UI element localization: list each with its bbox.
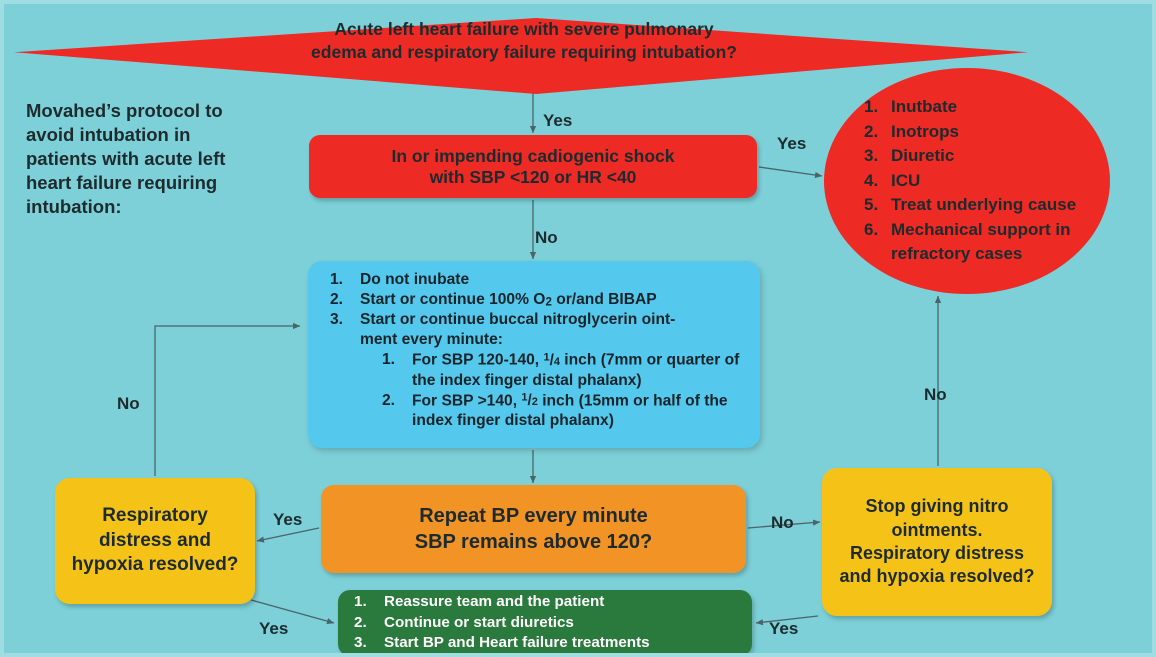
list-number: 2. — [864, 121, 879, 141]
list-number: 2. — [330, 290, 344, 308]
node-repeat-bp-label: Repeat BP every minute SBP remains above… — [414, 505, 653, 553]
node-cardiogenic-shock[interactable]: In or impending cadiogenic shock with SB… — [309, 135, 757, 198]
list-item: 1. Inutbate — [864, 95, 1110, 119]
node-repeat-bp[interactable]: Repeat BP every minute SBP remains above… — [321, 485, 746, 573]
list-number: 1. — [864, 97, 879, 117]
node-nitro-protocol[interactable]: 1. Do not inubate 2. Start or continue 1… — [308, 261, 760, 448]
list-text: Treat underlying cause — [891, 195, 1077, 215]
list-text: Start or continue buccal nitroglycerin o… — [360, 311, 676, 349]
list-text: ICU — [891, 170, 921, 190]
list-text: Diuretic — [891, 146, 955, 166]
edge-label-repeat-to-left-yellow: Yes — [273, 510, 303, 529]
list-text: Inutbate — [891, 97, 958, 117]
edge-label-repeat-to-right-yellow: No — [771, 513, 794, 532]
edge-label-right-yellow-to-green: Yes — [769, 619, 799, 638]
node-stop-nitro-ointments-label: Stop giving nitro ointments. Respiratory… — [839, 496, 1035, 587]
dose-suffix: inch (7mm or quarter of the index finger… — [412, 351, 740, 389]
edge-label-shock-to-protocol: No — [535, 228, 558, 247]
o2-suffix: or/and BIBAP — [551, 290, 657, 308]
list-number: 3. — [354, 634, 367, 652]
list-text: For SBP >140, 1/2 inch (15mm or half of … — [412, 391, 728, 430]
intro-text: Movahed’s protocol to avoid intubation i… — [26, 100, 226, 218]
list-text: For SBP 120-140, 1/4 inch (7mm or quarte… — [412, 351, 740, 389]
edge-left-yellow-to-protocol — [154, 322, 301, 476]
intubate-icu-list: 1. Inutbate 2. Inotrops 3. Diuretic 4. I… — [824, 95, 1110, 266]
edge-label-right-yellow-to-icu: No — [924, 385, 947, 404]
fraction-denominator: 2 — [531, 396, 538, 409]
edge-left-yellow-to-green — [250, 599, 335, 625]
edge-label-left-yellow-to-green: Yes — [259, 619, 289, 638]
nitro-dosing-sublist: 1. For SBP 120-140, 1/4 inch (7mm or qua… — [360, 350, 750, 431]
list-item: 3. Diuretic — [864, 144, 1110, 168]
node-left-respiratory-resolved-label: Respiratory distress and hypoxia resolve… — [71, 504, 239, 576]
list-text: Mechanical support in refractory cases — [891, 219, 1071, 264]
decision-acute-heart-failure-label: Acute left heart failure with severe pul… — [311, 19, 737, 62]
list-item: 5. Treat underlying cause — [864, 193, 1110, 217]
dose-suffix: inch (15mm or half of the index finger d… — [412, 392, 728, 430]
nitro-protocol-list: 1. Do not inubate 2. Start or continue 1… — [330, 270, 750, 431]
connector-layer — [154, 92, 942, 626]
list-number: 5. — [864, 195, 879, 215]
list-number: 4. — [864, 170, 879, 190]
edge-right-yellow-to-green — [755, 615, 819, 626]
node-cardiogenic-shock-label: In or impending cadiogenic shock with SB… — [391, 145, 675, 187]
o2-subscript: 2 — [545, 296, 552, 309]
list-item: 6. Mechanical support in refractory case… — [864, 218, 1110, 267]
list-text: Inotrops — [891, 121, 959, 141]
list-item: 2. For SBP >140, 1/2 inch (15mm or half … — [382, 391, 750, 432]
node-left-respiratory-resolved[interactable]: Respiratory distress and hypoxia resolve… — [55, 478, 255, 604]
list-item: 2. Start or continue 100% O2 or/and BIBA… — [330, 290, 750, 310]
edge-shock-to-icu — [758, 166, 823, 179]
list-text: Start BP and Heart failure treatments — [384, 634, 650, 652]
list-item: 4. ICU — [864, 169, 1110, 193]
edge-repeat-to-left-yellow — [256, 527, 320, 543]
fraction-denominator: 4 — [553, 355, 560, 368]
edge-repeat-to-right-yellow — [747, 519, 821, 529]
list-item: 2. Continue or start diuretics — [354, 613, 650, 634]
list-number: 1. — [382, 351, 396, 368]
list-number: 1. — [354, 592, 367, 610]
edge-label-diamond-to-shock: Yes — [543, 111, 573, 130]
node-stop-nitro-ointments[interactable]: Stop giving nitro ointments. Respiratory… — [822, 468, 1052, 616]
list-item: 1. For SBP 120-140, 1/4 inch (7mm or qua… — [382, 350, 750, 391]
node-intubate-icu[interactable]: 1. Inutbate 2. Inotrops 3. Diuretic 4. I… — [824, 68, 1110, 294]
o2-prefix: Start or continue 100% O — [360, 290, 546, 308]
dose-prefix: For SBP 120-140, — [412, 351, 544, 369]
list-item: 3. Start or continue buccal nitroglyceri… — [330, 310, 750, 431]
fraction-numerator: 1 — [543, 351, 550, 363]
list-text: Start or continue 100% O2 or/and BIBAP — [360, 291, 657, 308]
list-number: 2. — [382, 391, 396, 409]
list-item: 1. Do not inubate — [330, 270, 750, 290]
node-reassure-team[interactable]: 1. Reassure team and the patient 2. Cont… — [338, 590, 752, 653]
dose-prefix: For SBP >140, — [412, 392, 522, 410]
list-number: 2. — [354, 613, 367, 631]
list-number: 1. — [330, 271, 344, 288]
fraction-numerator: 1 — [521, 391, 528, 404]
fraction: 1/2 — [521, 391, 538, 410]
list-number: 3. — [330, 311, 344, 329]
list-number: 3. — [864, 146, 879, 166]
fraction: 1/4 — [543, 351, 560, 369]
list-item: 2. Inotrops — [864, 120, 1110, 144]
list-text: Reassure team and the patient — [384, 592, 605, 610]
list-text: Continue or start diuretics — [384, 613, 574, 631]
list-item: 3. Start BP and Heart failure treatments — [354, 633, 650, 653]
edge-label-shock-to-icu: Yes — [777, 134, 807, 153]
reassure-team-list: 1. Reassure team and the patient 2. Cont… — [354, 592, 650, 653]
decision-acute-heart-failure[interactable] — [14, 18, 1028, 94]
edge-label-left-yellow-to-protocol: No — [117, 394, 140, 413]
list-number: 6. — [864, 219, 879, 239]
list-item: 1. Reassure team and the patient — [354, 592, 650, 613]
list-text: Do not inubate — [360, 271, 470, 288]
